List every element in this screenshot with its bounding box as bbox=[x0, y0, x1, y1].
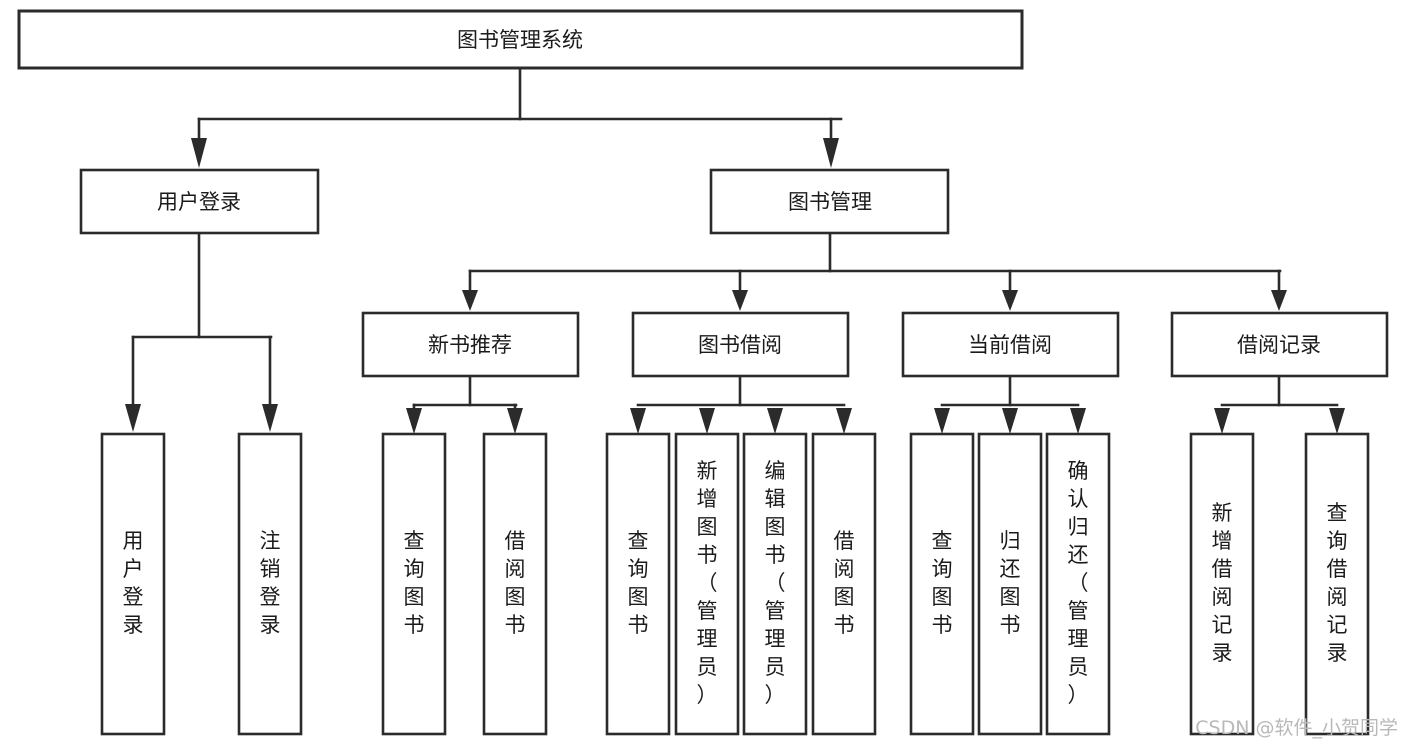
node-leaf-confirm-return[interactable]: 确认归还（管理员） bbox=[1045, 432, 1111, 736]
node-current-borrow-box[interactable] bbox=[901, 311, 1120, 378]
node-leaf-query-book-2-label: 查询图书 bbox=[628, 529, 649, 637]
node-leaf-query-book-2[interactable]: 查询图书 bbox=[605, 432, 671, 736]
node-leaf-query-book-3[interactable]: 查询图书 bbox=[909, 432, 975, 736]
node-book-manage[interactable]: 图书管理 bbox=[709, 168, 950, 235]
node-leaf-user-logout-box[interactable] bbox=[237, 432, 303, 736]
node-book-borrow-box[interactable] bbox=[631, 311, 850, 378]
connector-layer bbox=[125, 66, 1345, 434]
node-leaf-query-book-2-box[interactable] bbox=[605, 432, 671, 736]
node-new-book-recommend-label: 新书推荐 bbox=[428, 333, 512, 357]
node-book-borrow-label: 图书借阅 bbox=[698, 333, 782, 357]
node-leaf-user-logout[interactable]: 注销登录 bbox=[237, 432, 303, 736]
node-leaf-add-book-box[interactable] bbox=[674, 432, 740, 736]
arrowhead-leaf-user-logout bbox=[262, 404, 278, 432]
arrowhead-borrow-record bbox=[1271, 290, 1287, 311]
node-leaf-add-record-label: 新增借阅记录 bbox=[1212, 501, 1233, 665]
node-current-borrow-label: 当前借阅 bbox=[968, 333, 1052, 357]
node-leaf-add-record-box[interactable] bbox=[1189, 432, 1255, 736]
node-new-book-recommend[interactable]: 新书推荐 bbox=[361, 311, 580, 378]
node-leaf-add-book[interactable]: 新增图书（管理员） bbox=[674, 432, 740, 736]
node-user-login[interactable]: 用户登录 bbox=[79, 168, 320, 235]
node-user-login-label: 用户登录 bbox=[157, 190, 241, 214]
arrowhead-leaf-query-book-1 bbox=[406, 408, 422, 434]
arrowhead-leaf-borrow-book-1 bbox=[507, 408, 523, 434]
arrowhead-leaf-borrow-book-2 bbox=[836, 408, 852, 434]
arrowhead-leaf-user-login bbox=[125, 404, 141, 432]
node-borrow-record-box[interactable] bbox=[1170, 311, 1389, 378]
node-root-label: 图书管理系统 bbox=[457, 28, 583, 52]
node-root-box[interactable] bbox=[17, 9, 1024, 70]
node-leaf-user-login-label: 用户登录 bbox=[123, 529, 144, 637]
arrowhead-new-book-recommend bbox=[462, 290, 478, 311]
node-leaf-edit-book-box[interactable] bbox=[742, 432, 808, 736]
arrowhead-leaf-add-record bbox=[1214, 408, 1230, 434]
arrowhead-current-borrow bbox=[1002, 290, 1018, 311]
node-leaf-user-login[interactable]: 用户登录 bbox=[100, 432, 166, 736]
node-leaf-query-book-3-label: 查询图书 bbox=[932, 529, 953, 637]
node-leaf-confirm-return-label: 确认归还（管理员） bbox=[1068, 459, 1089, 707]
arrowhead-leaf-edit-book bbox=[767, 408, 783, 434]
arrowhead-leaf-return-book bbox=[1002, 408, 1018, 434]
node-leaf-borrow-book-1-box[interactable] bbox=[482, 432, 548, 736]
arrowhead-user-login bbox=[191, 138, 207, 168]
node-book-manage-box[interactable] bbox=[709, 168, 950, 235]
node-borrow-record-label: 借阅记录 bbox=[1237, 333, 1321, 357]
node-leaf-query-book-3-box[interactable] bbox=[909, 432, 975, 736]
arrowhead-leaf-add-book bbox=[699, 408, 715, 434]
node-current-borrow[interactable]: 当前借阅 bbox=[901, 311, 1120, 378]
node-leaf-add-book-label: 新增图书（管理员） bbox=[697, 459, 718, 707]
node-leaf-query-record-box[interactable] bbox=[1304, 432, 1370, 736]
node-leaf-borrow-book-2-box[interactable] bbox=[811, 432, 877, 736]
node-leaf-edit-book[interactable]: 编辑图书（管理员） bbox=[742, 432, 808, 736]
node-leaf-user-logout-label: 注销登录 bbox=[260, 529, 281, 637]
watermark-label: CSDN @软件_小贺同学 bbox=[1195, 717, 1398, 739]
node-leaf-query-book-1[interactable]: 查询图书 bbox=[381, 432, 447, 736]
node-leaf-query-book-1-box[interactable] bbox=[381, 432, 447, 736]
arrowhead-leaf-confirm-return bbox=[1070, 408, 1086, 434]
node-leaf-return-book-label: 归还图书 bbox=[1000, 529, 1021, 637]
arrowhead-leaf-query-book-2 bbox=[630, 408, 646, 434]
node-leaf-borrow-book-2-label: 借阅图书 bbox=[834, 529, 855, 637]
node-leaf-edit-book-label: 编辑图书（管理员） bbox=[765, 459, 786, 707]
node-leaf-query-book-1-label: 查询图书 bbox=[404, 529, 425, 637]
node-leaf-borrow-book-2[interactable]: 借阅图书 bbox=[811, 432, 877, 736]
node-leaf-return-book-box[interactable] bbox=[977, 432, 1043, 736]
node-leaf-confirm-return-box[interactable] bbox=[1045, 432, 1111, 736]
node-leaf-add-record[interactable]: 新增借阅记录 bbox=[1189, 432, 1255, 736]
arrowhead-leaf-query-book-3 bbox=[934, 408, 950, 434]
node-book-manage-label: 图书管理 bbox=[788, 190, 872, 214]
arrowhead-book-borrow bbox=[732, 290, 748, 311]
node-book-borrow[interactable]: 图书借阅 bbox=[631, 311, 850, 378]
node-borrow-record[interactable]: 借阅记录 bbox=[1170, 311, 1389, 378]
node-leaf-user-login-box[interactable] bbox=[100, 432, 166, 736]
node-new-book-recommend-box[interactable] bbox=[361, 311, 580, 378]
node-leaf-return-book[interactable]: 归还图书 bbox=[977, 432, 1043, 736]
node-leaf-query-record[interactable]: 查询借阅记录 bbox=[1304, 432, 1370, 736]
node-leaf-borrow-book-1-label: 借阅图书 bbox=[505, 529, 526, 637]
node-root[interactable]: 图书管理系统 bbox=[17, 9, 1024, 70]
node-leaf-query-record-label: 查询借阅记录 bbox=[1327, 501, 1348, 665]
node-leaf-borrow-book-1[interactable]: 借阅图书 bbox=[482, 432, 548, 736]
arrowhead-leaf-query-record bbox=[1329, 408, 1345, 434]
arrowhead-book-manage bbox=[823, 138, 839, 168]
node-user-login-box[interactable] bbox=[79, 168, 320, 235]
